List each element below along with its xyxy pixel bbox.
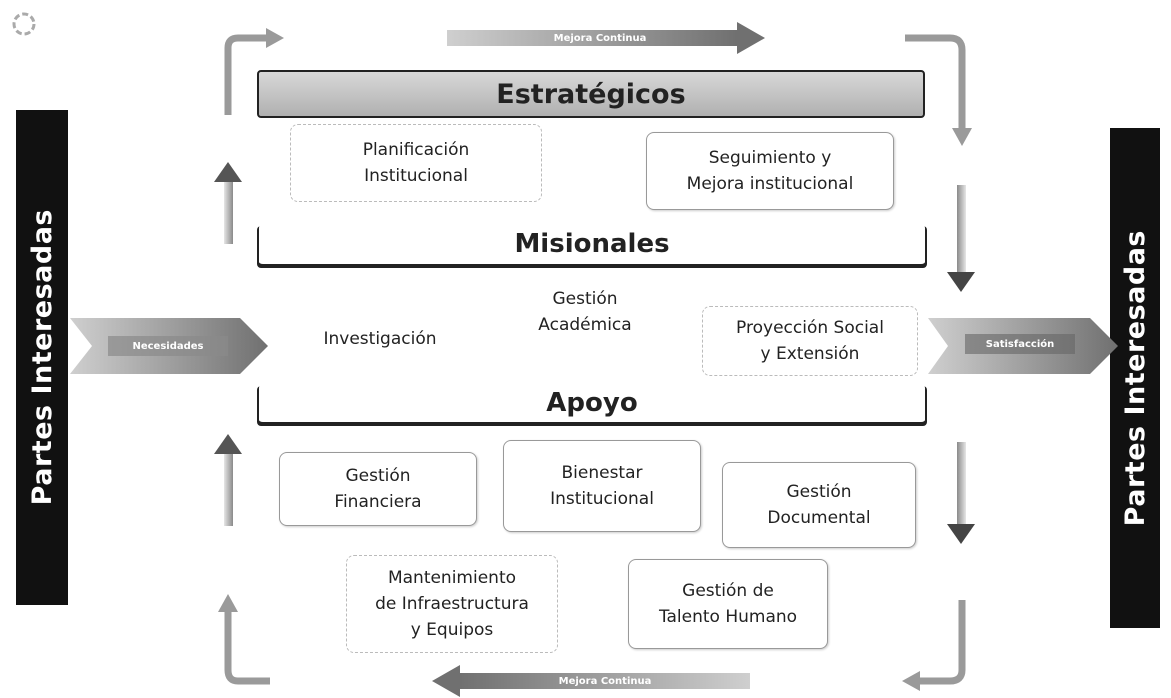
curved-arrow-bottom-right	[902, 600, 966, 691]
support-header: Apoyo	[259, 384, 925, 424]
box-mantenimiento: Mantenimiento de Infraestructura y Equip…	[346, 555, 558, 653]
curved-arrow-top-right	[905, 34, 972, 146]
stakeholders-left-bar: Partes Interesadas	[16, 110, 68, 605]
missional-header: Misionales	[259, 224, 925, 266]
top-banner-label: Mejora Continua	[553, 32, 647, 44]
box-talento-humano: Gestión de Talento Humano	[628, 559, 828, 649]
box-gestion-financiera: Gestión Financiera	[279, 452, 477, 526]
strategic-title: Estratégicos	[496, 78, 686, 110]
bottom-improvement-arrow	[432, 665, 750, 697]
support-title: Apoyo	[546, 388, 638, 418]
box-gestion-documental: Gestión Documental	[722, 462, 916, 548]
down-arrow-upper-right	[947, 185, 975, 292]
output-arrow	[928, 318, 1118, 374]
stakeholders-right-bar: Partes Interesadas	[1110, 128, 1160, 628]
up-arrow-lower-left	[214, 434, 242, 526]
box-planificacion: Planificación Institucional	[290, 124, 542, 202]
item-investigacion: Investigación	[323, 329, 437, 349]
box-proyeccion-social: Proyección Social y Extensión	[702, 306, 918, 376]
box-seguimiento: Seguimiento y Mejora institucional	[646, 132, 894, 210]
output-arrow-label: Satisfacción	[985, 338, 1055, 350]
down-arrow-lower-right	[947, 442, 975, 544]
top-improvement-arrow	[447, 22, 765, 54]
box-bienestar: Bienestar Institucional	[503, 440, 701, 532]
logo	[10, 10, 200, 65]
item-gestion-academica: Gestión Académica	[538, 289, 632, 335]
missional-title: Misionales	[514, 229, 670, 259]
input-arrow	[70, 318, 268, 374]
logo-icon	[12, 12, 36, 36]
curved-arrow-bottom-left	[218, 594, 270, 685]
up-arrow-upper-left	[214, 162, 242, 244]
strategic-header: Estratégicos	[257, 70, 925, 118]
input-arrow-label: Necesidades	[132, 340, 204, 352]
curved-arrow-top-left	[224, 28, 284, 115]
bottom-banner-label: Mejora Continua	[558, 675, 652, 687]
